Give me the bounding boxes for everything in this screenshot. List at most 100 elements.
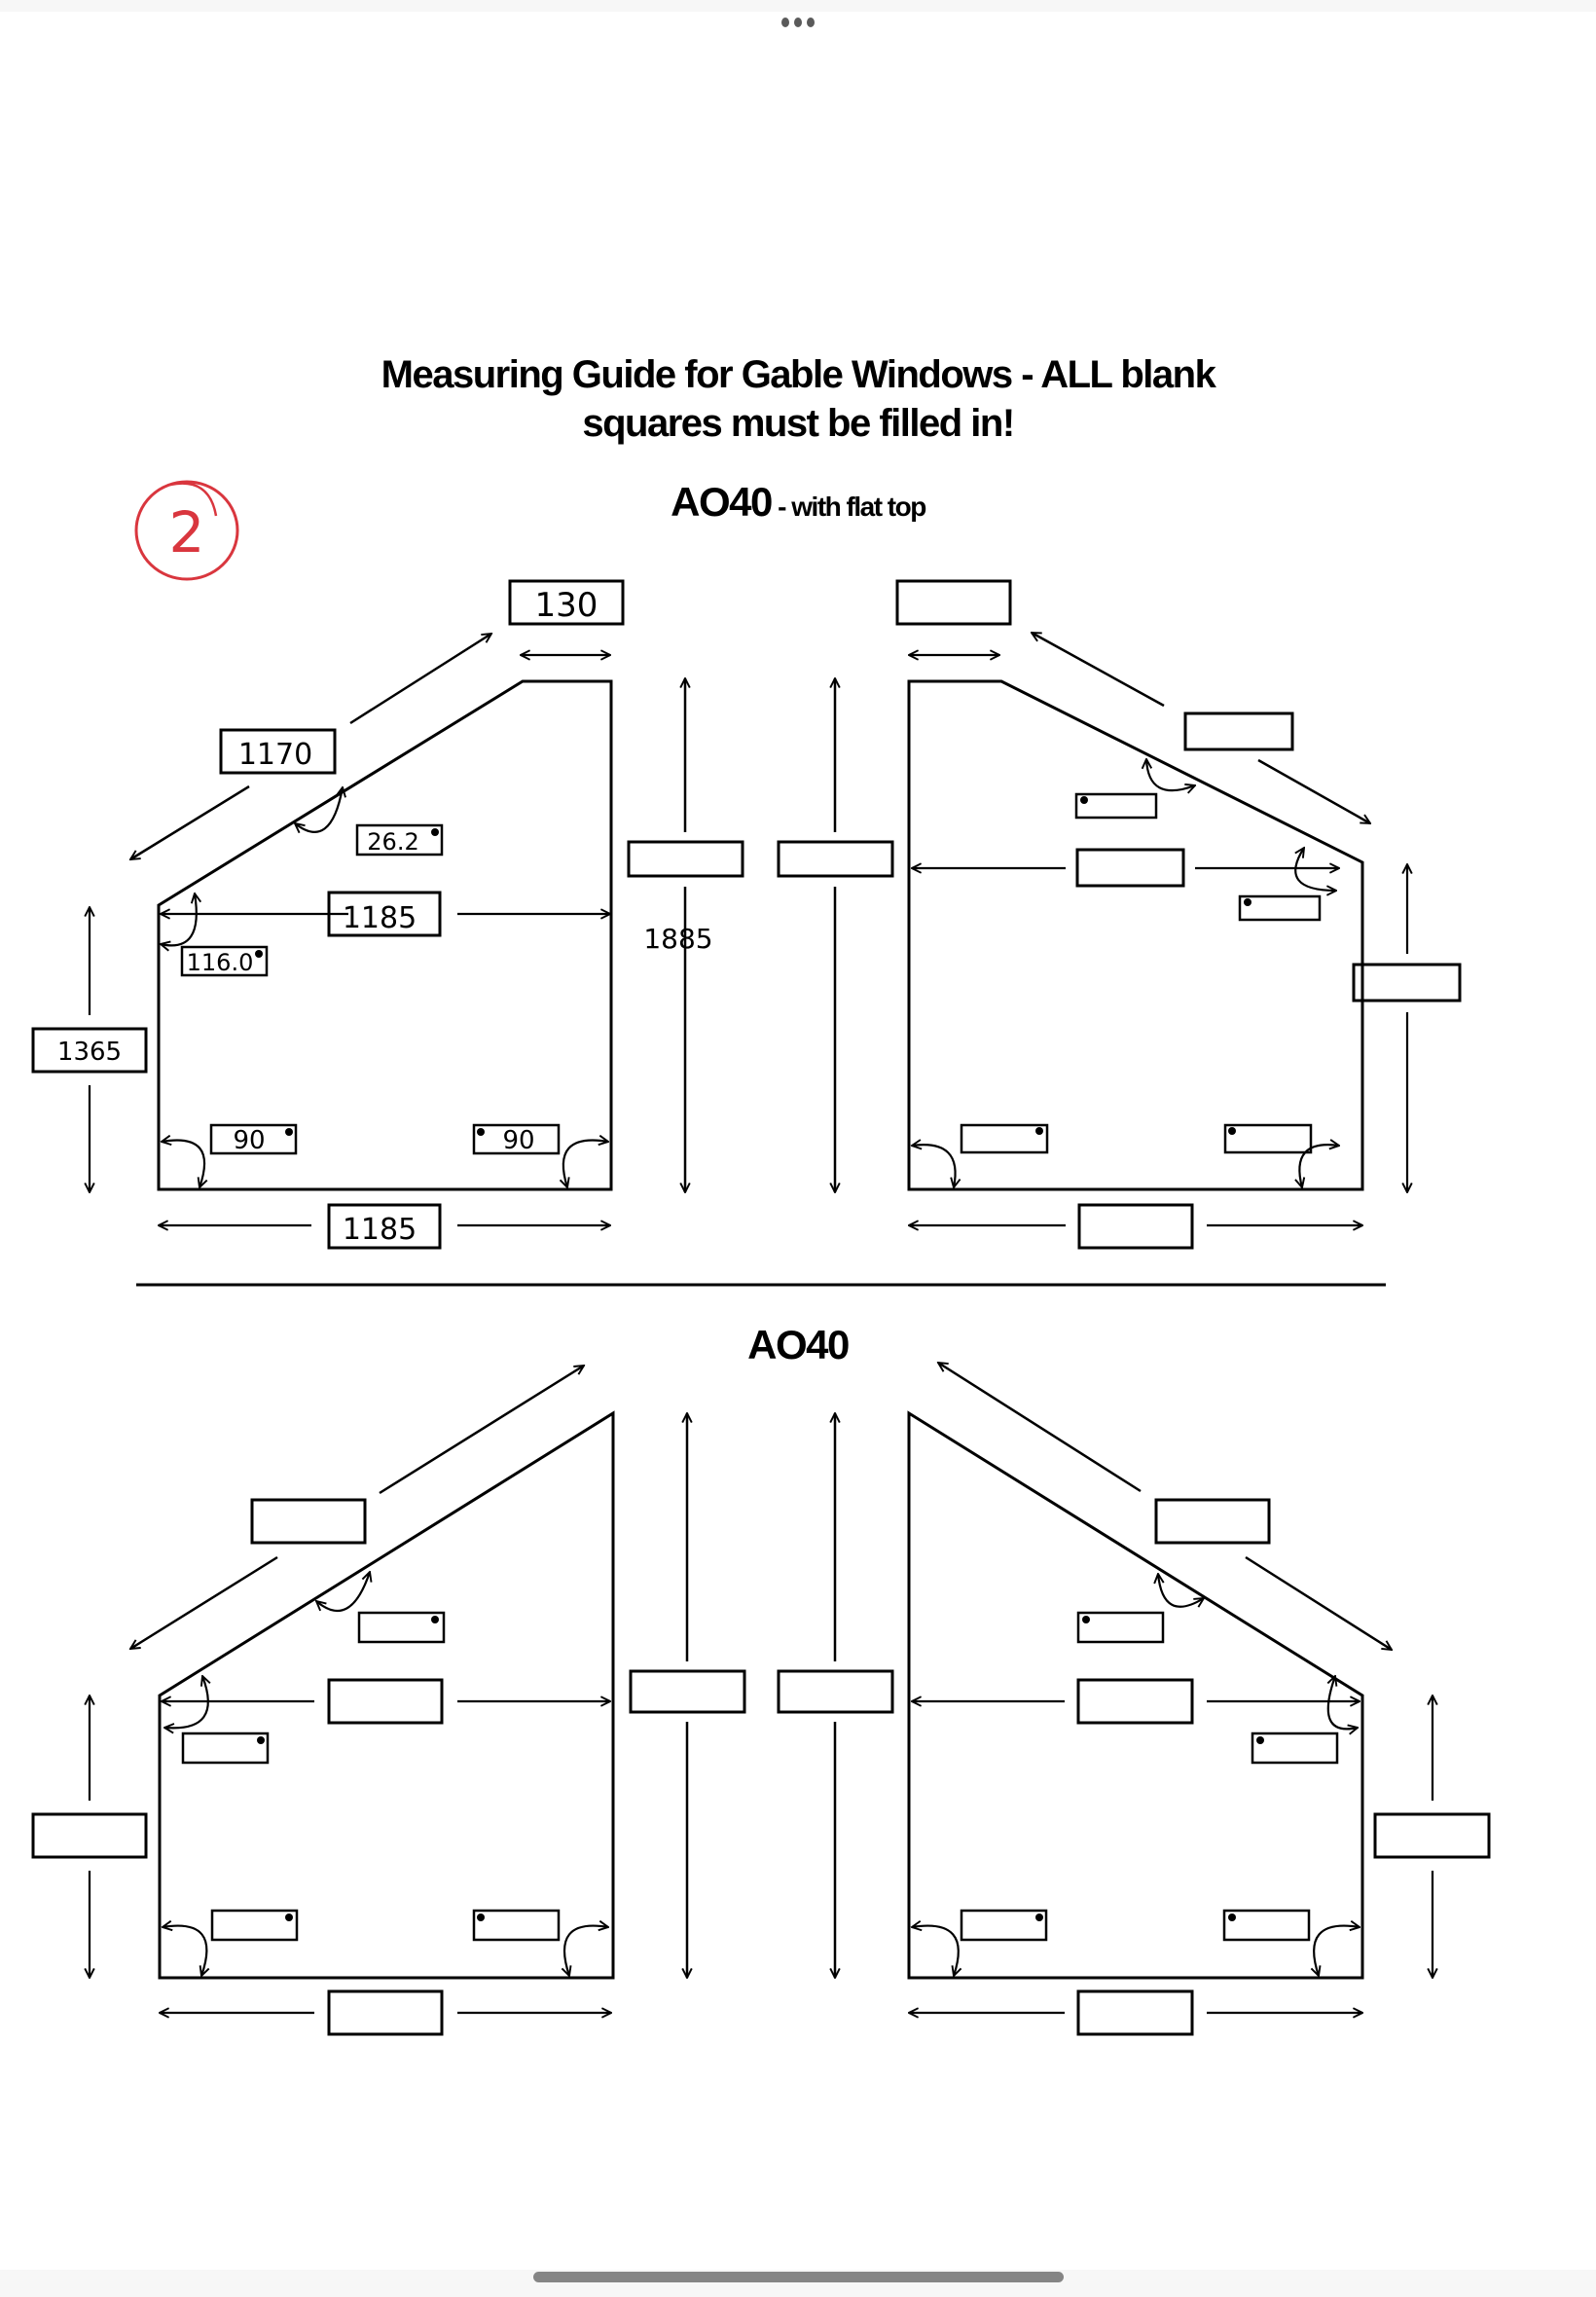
slope-angle-box[interactable] [1076, 1611, 1165, 1644]
top-bar [0, 0, 1596, 12]
upper-width-box[interactable] [1075, 848, 1185, 888]
window-outline [158, 1410, 615, 1980]
right-height-box[interactable] [1373, 1812, 1491, 1859]
slope-angle-box[interactable] [1074, 792, 1158, 820]
window-outline [907, 1410, 1364, 1980]
right-height-box[interactable] [627, 840, 744, 878]
upper-width-box[interactable] [327, 891, 442, 937]
corner-angle-box[interactable] [181, 1732, 270, 1765]
slope-angle-value: 26.2 [367, 828, 418, 856]
slope-length-box[interactable] [1183, 711, 1294, 751]
slope-angle-box[interactable] [357, 1611, 446, 1644]
corner-angle-box[interactable] [180, 945, 269, 977]
slope-angle-arc [295, 787, 343, 832]
bottom-left-angle-value: 90 [233, 1126, 265, 1155]
bottom-left-angle-arc [912, 1926, 959, 1976]
degree-symbol-icon [431, 1616, 439, 1623]
top-left-window [31, 579, 625, 1250]
corner-angle-arc [161, 893, 197, 945]
page-marker-circle [134, 480, 239, 581]
slope-arrow-lower [1245, 1555, 1392, 1650]
right-height-box[interactable] [629, 1669, 746, 1714]
degree-symbol-icon [431, 828, 439, 836]
slope-arrow-lower [130, 784, 250, 859]
corner-angle-box[interactable] [1251, 1732, 1339, 1765]
bottom-right-angle-arc [1314, 1926, 1360, 1976]
bottom-center-heights [629, 1413, 894, 1978]
degree-symbol-icon [1228, 1127, 1236, 1135]
slope-angle-arc [316, 1572, 370, 1612]
more-options-icon[interactable] [779, 18, 817, 31]
bottom-right-angle-box[interactable] [1222, 1909, 1311, 1942]
slope-length-box[interactable] [250, 1498, 367, 1545]
mirror-height-box[interactable] [777, 840, 894, 878]
degree-symbol-icon [477, 1914, 485, 1921]
degree-symbol-icon [477, 1128, 485, 1136]
corner-angle-value: 116.0 [187, 949, 254, 976]
degree-symbol-icon [1256, 1736, 1264, 1744]
upper-width-box[interactable] [1076, 1678, 1194, 1725]
bottom-right-angle-box[interactable] [472, 1909, 561, 1942]
left-height-box[interactable] [31, 1812, 148, 1859]
page-marker-number: 2 [169, 499, 205, 565]
bottom-left-angle-box[interactable] [960, 1123, 1049, 1154]
bottom-left-angle-box[interactable] [210, 1909, 299, 1942]
left-height-value: 1365 [57, 1038, 122, 1067]
bottom-width-box[interactable] [1076, 1989, 1194, 2036]
section1-heading: AO40 - with flat top [0, 479, 1596, 526]
bottom-width-box[interactable] [1077, 1203, 1194, 1250]
page-marker-badge: 2 [134, 480, 239, 581]
slope-arrow-upper [379, 1366, 584, 1495]
right-height-value: 1885 [643, 923, 712, 955]
slope-arrow-upper [938, 1363, 1142, 1493]
corner-angle-arc [1328, 1676, 1358, 1729]
bottom-width-box[interactable] [327, 1989, 444, 2036]
corner-angle-box[interactable] [1238, 894, 1322, 922]
bottom-width-value: 1185 [343, 1213, 417, 1247]
bottom-left-angle-box[interactable] [209, 1123, 298, 1155]
top-center-heights [627, 678, 894, 1192]
degree-symbol-icon [285, 1128, 293, 1136]
page-marker-circle-overlap [169, 482, 218, 517]
bottom-right-angle-arc [563, 1141, 608, 1187]
left-height-box[interactable] [31, 1027, 148, 1074]
slope-arrow-lower [1257, 758, 1370, 825]
slope-angle-arc [1158, 1574, 1204, 1608]
upper-width-box[interactable] [327, 1678, 444, 1725]
bottom-right-angle-box[interactable] [1223, 1123, 1313, 1154]
slope-arrow-upper [1032, 631, 1165, 708]
flat-top-width-box[interactable] [895, 579, 1012, 626]
degree-symbol-icon [257, 1736, 265, 1744]
slope-angle-box[interactable] [355, 823, 444, 857]
bottom-left-angle-box[interactable] [960, 1909, 1048, 1942]
slope-arrow-upper [349, 634, 491, 725]
slope-length-box[interactable] [219, 728, 337, 775]
section2-heading: AO40 [747, 1322, 850, 1367]
flat-top-width-box[interactable] [508, 579, 625, 626]
bottom-right-angle-arc [564, 1926, 608, 1976]
slope-arrow-lower [130, 1555, 278, 1649]
degree-symbol-icon [1080, 796, 1088, 804]
slope-length-box[interactable] [1154, 1498, 1271, 1545]
page-title-line1: Measuring Guide for Gable Windows - ALL … [381, 353, 1216, 396]
home-indicator[interactable] [533, 2272, 1064, 2282]
slope-length-value: 1170 [238, 738, 312, 772]
degree-symbol-icon [1082, 1616, 1090, 1623]
corner-angle-arc [1294, 848, 1336, 891]
bottom-left-angle-arc [162, 1141, 204, 1187]
section1-suffix: - with flat top [771, 492, 926, 522]
bottom-left-angle-arc [163, 1926, 206, 1976]
bottom-right-angle-arc [1299, 1145, 1339, 1187]
bottom-width-box[interactable] [327, 1203, 442, 1250]
bottom-right-angle-box[interactable] [472, 1123, 561, 1155]
right-height-box[interactable] [1352, 963, 1462, 1003]
window-outline [907, 679, 1364, 1191]
flat-top-width-value: 130 [535, 586, 598, 625]
top-right-window [895, 579, 1462, 1250]
upper-width-value: 1185 [343, 901, 417, 935]
bottom-left-angle-arc [912, 1145, 956, 1187]
mirror-height-box[interactable] [777, 1669, 894, 1714]
section1-model: AO40 [671, 479, 773, 525]
bottom-right-window [907, 1363, 1491, 2036]
bottom-left-window [31, 1366, 615, 2036]
